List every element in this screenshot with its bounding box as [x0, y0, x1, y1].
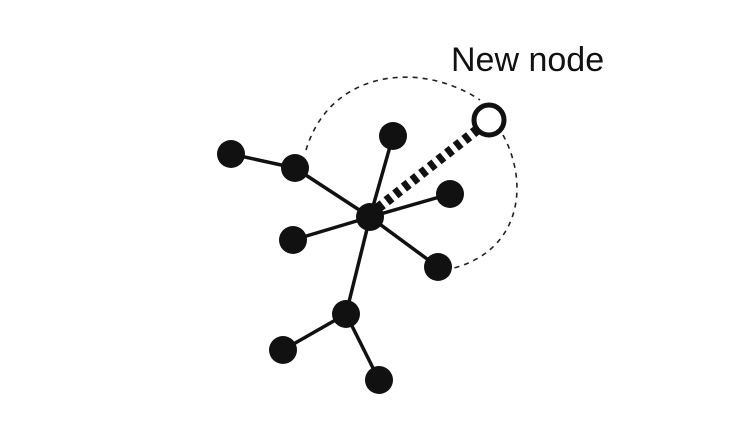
- node-bottom: [365, 366, 393, 394]
- dashed-arc-right: [453, 134, 518, 269]
- node-far-left: [217, 140, 245, 168]
- edge-hub-to-top: [368, 134, 395, 219]
- new-node: [471, 102, 507, 138]
- node-top: [379, 122, 407, 150]
- edge-hub-to-lower-branch: [344, 215, 372, 316]
- node-lower-branch: [332, 300, 360, 328]
- node-lower-left: [269, 336, 297, 364]
- node-hub: [356, 203, 384, 231]
- node-right: [436, 180, 464, 208]
- edge-hub-to-lower-right: [368, 215, 440, 269]
- node-lower-right: [424, 253, 452, 281]
- new-node-label: New node: [451, 41, 604, 79]
- node-left: [279, 226, 307, 254]
- dashed-arc-left: [305, 76, 481, 151]
- node-upper-left: [281, 154, 309, 182]
- edge-branch-to-hub: [293, 166, 372, 219]
